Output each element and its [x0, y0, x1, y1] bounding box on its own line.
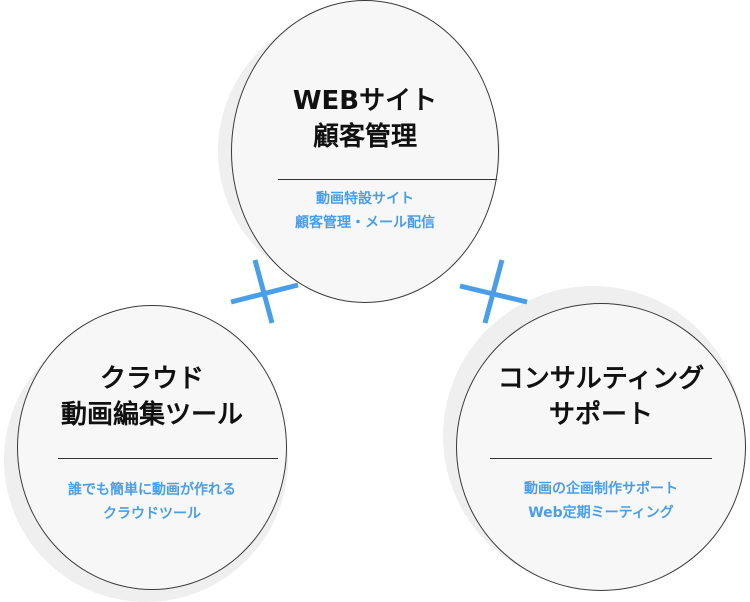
cross-left-stroke-2 [230, 282, 299, 305]
node-cloud-subtitle: 誰でも簡単に動画が作れる クラウドツール [18, 478, 286, 526]
node-cloud-subtitle-line-1: 誰でも簡単に動画が作れる [68, 482, 236, 498]
node-consulting-title: コンサルティング サポート [457, 361, 745, 433]
node-cloud-divider [58, 458, 278, 459]
node-web-crm: WEBサイト 顧客管理 動画特設サイト 顧客管理・メール配信 [231, 0, 499, 303]
node-web-title-line-1: WEBサイト [292, 86, 438, 116]
node-web-title: WEBサイト 顧客管理 [232, 83, 498, 155]
node-cloud-subtitle-line-2: クラウドツール [103, 506, 201, 522]
node-consulting-title-line-1: コンサルティング [497, 364, 705, 394]
node-cloud-video-tool: クラウド 動画編集ツール 誰でも簡単に動画が作れる クラウドツール [17, 305, 287, 590]
node-web-subtitle-line-1: 動画特設サイト [316, 191, 414, 207]
node-consulting-subtitle-line-1: 動画の企画制作サポート [524, 481, 678, 497]
node-web-subtitle: 動画特設サイト 顧客管理・メール配信 [232, 187, 498, 235]
node-consulting-title-line-2: サポート [548, 400, 653, 430]
node-consulting-subtitle-line-2: Web定期ミーティング [528, 505, 674, 521]
cross-connector-right [459, 259, 528, 324]
node-web-divider [278, 179, 497, 180]
node-cloud-title-line-2: 動画編集ツール [60, 400, 243, 430]
node-cloud-title-line-1: クラウド [99, 364, 204, 394]
cross-right-stroke-2 [459, 283, 528, 305]
node-web-subtitle-line-2: 顧客管理・メール配信 [295, 215, 435, 231]
node-web-title-line-2: 顧客管理 [312, 122, 417, 152]
node-cloud-title: クラウド 動画編集ツール [18, 361, 286, 433]
node-consulting-subtitle: 動画の企画制作サポート Web定期ミーティング [457, 477, 745, 525]
cross-connector-left [230, 259, 299, 324]
node-consulting-support: コンサルティング サポート 動画の企画制作サポート Web定期ミーティング [456, 303, 746, 591]
node-consulting-divider [490, 458, 712, 459]
